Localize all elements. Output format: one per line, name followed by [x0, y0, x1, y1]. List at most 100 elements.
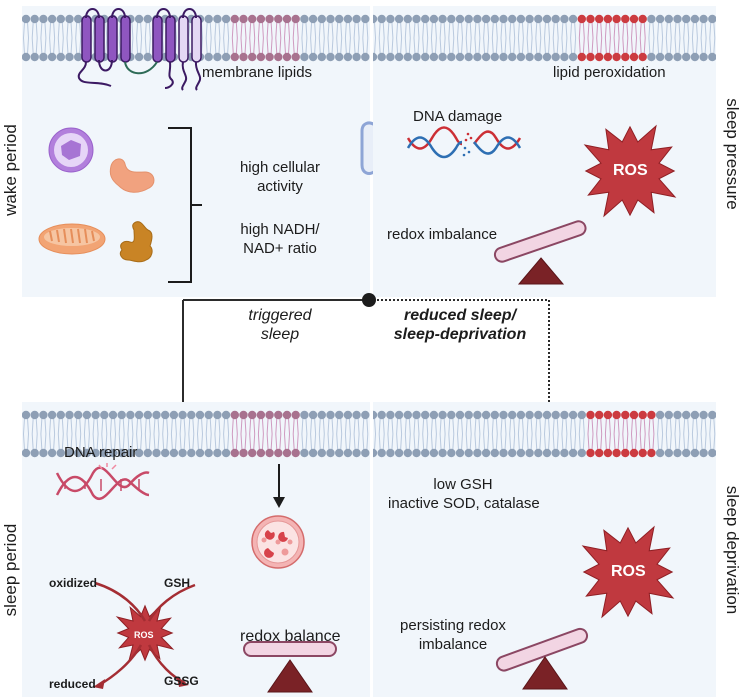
lipid-head	[56, 448, 65, 458]
lipid-tail	[170, 417, 177, 435]
lipid-tail	[674, 37, 681, 55]
lipid-tail	[526, 21, 533, 39]
lipid-head	[300, 14, 309, 24]
lipid-head	[47, 52, 57, 62]
lipid-head	[595, 52, 604, 62]
lipid-tail	[197, 433, 203, 451]
sleep-period-label: sleep period	[1, 523, 20, 617]
lipid-head	[542, 14, 552, 24]
lipid-head	[377, 52, 386, 62]
lipid-tail	[170, 433, 177, 451]
lipid-head	[568, 14, 578, 24]
lipid-tail	[301, 21, 308, 39]
lipid-head	[265, 448, 274, 458]
lipid-head	[516, 410, 526, 420]
lipid-head	[673, 52, 682, 62]
ros-starburst-icon	[581, 525, 675, 619]
lipid-head	[534, 448, 543, 458]
lipid-head	[248, 14, 257, 24]
lipid-tail	[509, 433, 516, 451]
lipid-head	[161, 448, 170, 458]
lipid-tail	[284, 417, 290, 435]
lipid-tail	[362, 37, 369, 55]
lipid-tail	[500, 433, 507, 451]
lipid-head	[248, 448, 257, 458]
lipid-head	[204, 448, 213, 458]
lipid-head	[117, 448, 126, 458]
lipid-tail	[413, 433, 420, 451]
lipid-tail	[404, 417, 411, 435]
membrane-protein-icon	[77, 8, 202, 91]
lipid-head	[134, 52, 144, 62]
lipid-head	[560, 52, 569, 62]
lipid-head	[274, 52, 283, 62]
lipid-tail	[657, 417, 664, 435]
lipid-tail	[535, 37, 542, 55]
lipid-tail	[570, 417, 577, 435]
lipid-tail	[31, 37, 38, 55]
lipid-tail	[223, 433, 230, 451]
lipid-tail	[136, 417, 143, 435]
lipid-head	[655, 410, 665, 420]
activity-label-line1: high cellular	[239, 159, 321, 176]
lipid-head	[91, 410, 100, 420]
lipid-tail	[40, 37, 47, 55]
lipid-tail	[240, 433, 247, 451]
lipid-tail	[344, 37, 351, 55]
lipid-head	[195, 448, 205, 458]
lipid-tail	[674, 433, 681, 451]
lipid-head	[595, 448, 604, 458]
lipid-tail	[362, 21, 369, 39]
lipid-tail	[604, 417, 611, 435]
lipid-head	[91, 448, 100, 458]
lipid-tail	[92, 433, 99, 451]
triggered-sleep-label-line1: triggered	[248, 307, 312, 324]
lipid-head	[30, 14, 39, 24]
lipid-head	[508, 14, 517, 24]
lipid-tail	[310, 433, 317, 451]
lipid-tail	[517, 37, 524, 55]
lipid-tail	[214, 37, 221, 55]
lipid-head	[204, 410, 213, 420]
lipid-tail	[509, 37, 516, 55]
lipid-head	[143, 410, 152, 420]
lipid-head	[213, 448, 222, 458]
lipid-tail	[700, 433, 707, 451]
lipid-tail	[275, 433, 282, 451]
membrane-bilayer	[22, 410, 370, 458]
lipid-head	[221, 52, 231, 62]
lipid-tail	[275, 37, 282, 55]
lipid-tail	[144, 21, 151, 39]
lipid-head	[612, 448, 621, 458]
lipid-head	[239, 52, 248, 62]
lipid-tail	[162, 433, 169, 451]
lipid-tail	[318, 417, 325, 435]
lipid-tail	[604, 21, 611, 39]
lipid-tail	[561, 433, 568, 451]
lipid-tail	[491, 417, 498, 435]
lipid-tail	[75, 21, 82, 39]
lipid-head	[499, 448, 508, 458]
lipid-head	[438, 410, 447, 420]
lipid-tail	[448, 37, 455, 55]
lipid-head	[473, 14, 482, 24]
lipid-head	[386, 448, 395, 458]
lipid-head	[377, 448, 386, 458]
lipid-head	[508, 410, 517, 420]
lipid-tail	[205, 21, 212, 39]
lipid-head	[204, 52, 213, 62]
lipid-head	[629, 52, 639, 62]
lipid-tail	[674, 417, 681, 435]
lipid-tail	[362, 417, 369, 435]
lipid-tail	[709, 433, 716, 451]
lipid-tail	[23, 433, 29, 451]
lipid-tail	[396, 21, 403, 39]
lipid-tail	[430, 433, 437, 451]
ros-label: ROS	[611, 563, 646, 580]
lipid-head	[447, 410, 456, 420]
lipid-tail	[292, 37, 299, 55]
lipid-tail	[327, 417, 334, 435]
lipid-head	[386, 410, 395, 420]
lipid-tail	[336, 433, 343, 451]
lipid-head	[690, 52, 700, 62]
